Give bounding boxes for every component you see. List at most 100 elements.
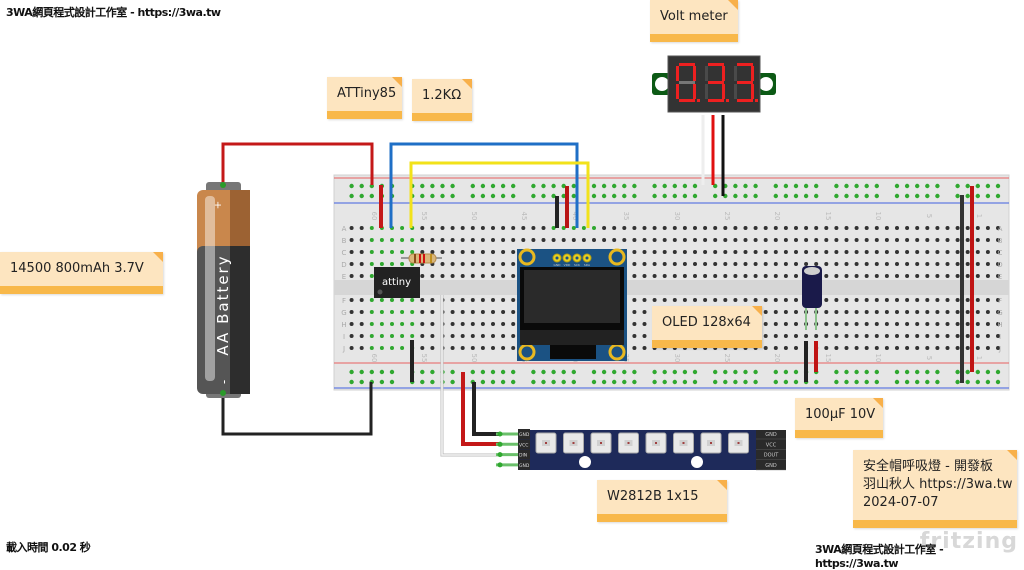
rail-hole bbox=[420, 369, 425, 375]
breadboard-hole bbox=[733, 238, 738, 242]
breadboard-hole bbox=[783, 274, 788, 278]
breadboard-hole bbox=[915, 262, 920, 266]
breadboard-hole bbox=[844, 334, 849, 338]
breadboard-hole bbox=[753, 298, 758, 302]
breadboard-hole bbox=[824, 226, 829, 230]
strip-pin-label-right: GND bbox=[765, 432, 777, 438]
breadboard-hole bbox=[581, 226, 586, 230]
breadboard-hole bbox=[743, 250, 748, 254]
breadboard-hole bbox=[783, 250, 788, 254]
breadboard-hole bbox=[996, 322, 1000, 326]
rail-hole bbox=[500, 369, 506, 375]
breadboard-hole bbox=[773, 310, 778, 314]
rail-hole bbox=[753, 379, 758, 385]
breadboard-hole bbox=[965, 226, 970, 230]
seven-segment bbox=[708, 63, 724, 66]
rail-hole bbox=[803, 183, 809, 189]
rail-hole bbox=[672, 369, 677, 375]
breadboard-hole bbox=[935, 322, 940, 326]
breadboard-hole bbox=[915, 346, 920, 350]
breadboard-hole bbox=[905, 274, 910, 278]
breadboard-hole bbox=[834, 310, 839, 314]
seven-segment bbox=[722, 84, 725, 99]
oled-pin-label: SCK bbox=[574, 263, 581, 267]
rail-hole bbox=[682, 183, 688, 189]
breadboard-hole bbox=[379, 334, 384, 338]
rail-hole bbox=[692, 369, 698, 375]
note-text: OLED 128x64 bbox=[662, 315, 751, 330]
breadboard-hole bbox=[410, 238, 415, 242]
note-project-info: 安全帽呼吸燈 - 開發板 羽山秋人 https://3wa.tw 2024-07… bbox=[853, 450, 1017, 528]
rail-hole bbox=[713, 369, 718, 375]
breadboard-hole bbox=[965, 322, 970, 326]
rail-hole bbox=[975, 369, 980, 375]
rail-hole bbox=[915, 183, 920, 189]
breadboard-hole bbox=[975, 298, 980, 302]
breadboard-hole bbox=[996, 334, 1000, 338]
breadboard-hole bbox=[400, 310, 405, 314]
rail-hole bbox=[844, 379, 849, 385]
breadboard-hole bbox=[632, 322, 637, 326]
rail-hole bbox=[490, 369, 496, 375]
strip-pin-label-right: VCC bbox=[766, 442, 777, 448]
breadboard-hole bbox=[895, 334, 899, 338]
breadboard-hole bbox=[844, 226, 849, 230]
breadboard-hole bbox=[682, 238, 687, 242]
breadboard-hole bbox=[713, 226, 718, 230]
rail-hole bbox=[571, 193, 576, 199]
rail-hole bbox=[359, 379, 364, 385]
breadboard-hole bbox=[895, 322, 899, 326]
breadboard-hole bbox=[693, 238, 697, 242]
breadboard-hole bbox=[945, 334, 950, 338]
voltmeter-display bbox=[676, 63, 758, 102]
rail-hole bbox=[904, 369, 910, 375]
fritzing-logo: fritzing bbox=[919, 529, 1018, 554]
breadboard-hole bbox=[501, 274, 506, 278]
breadboard-hole bbox=[349, 250, 354, 254]
breadboard-hole bbox=[592, 238, 596, 242]
breadboard-hole bbox=[602, 226, 607, 230]
breadboard-hole bbox=[470, 262, 475, 266]
breadboard-hole bbox=[440, 274, 445, 278]
column-label: 25 bbox=[723, 354, 731, 363]
breadboard-hole bbox=[602, 238, 607, 242]
breadboard-hole bbox=[935, 262, 940, 266]
breadboard-hole bbox=[804, 226, 809, 230]
breadboard-hole bbox=[925, 274, 930, 278]
breadboard-hole bbox=[783, 298, 788, 302]
breadboard-hole bbox=[824, 310, 829, 314]
oled-pin-label: GND bbox=[554, 263, 562, 267]
row-letter: D bbox=[341, 261, 346, 269]
rail-hole bbox=[622, 183, 627, 189]
breadboard-hole bbox=[794, 262, 798, 266]
rail-hole bbox=[500, 379, 506, 385]
rail-hole bbox=[490, 183, 496, 189]
rail-hole bbox=[601, 379, 607, 385]
breadboard-hole bbox=[632, 238, 637, 242]
note-text: 1.2KΩ bbox=[422, 88, 462, 103]
rail-hole bbox=[662, 193, 667, 199]
rail-hole bbox=[430, 183, 435, 189]
breadboard-hole bbox=[996, 250, 1000, 254]
rail-hole bbox=[500, 183, 506, 189]
row-letter: C bbox=[998, 249, 1003, 257]
led-chip bbox=[710, 442, 712, 444]
breadboard-hole bbox=[400, 262, 405, 266]
breadboard-hole bbox=[430, 274, 435, 278]
breadboard-hole bbox=[905, 298, 910, 302]
row-letter: I bbox=[343, 333, 345, 341]
breadboard-hole bbox=[460, 346, 465, 350]
breadboard-hole bbox=[349, 322, 354, 326]
breadboard-hole bbox=[824, 346, 829, 350]
breadboard-hole bbox=[915, 274, 920, 278]
breadboard-hole bbox=[703, 274, 708, 278]
breadboard-hole bbox=[460, 250, 465, 254]
rail-hole bbox=[511, 379, 516, 385]
rail-hole bbox=[723, 379, 728, 385]
breadboard-hole bbox=[915, 250, 920, 254]
rail-hole bbox=[470, 369, 475, 375]
breadboard-hole bbox=[874, 274, 879, 278]
breadboard-hole bbox=[369, 322, 374, 326]
rail-hole bbox=[551, 183, 556, 189]
breadboard-hole bbox=[915, 238, 920, 242]
